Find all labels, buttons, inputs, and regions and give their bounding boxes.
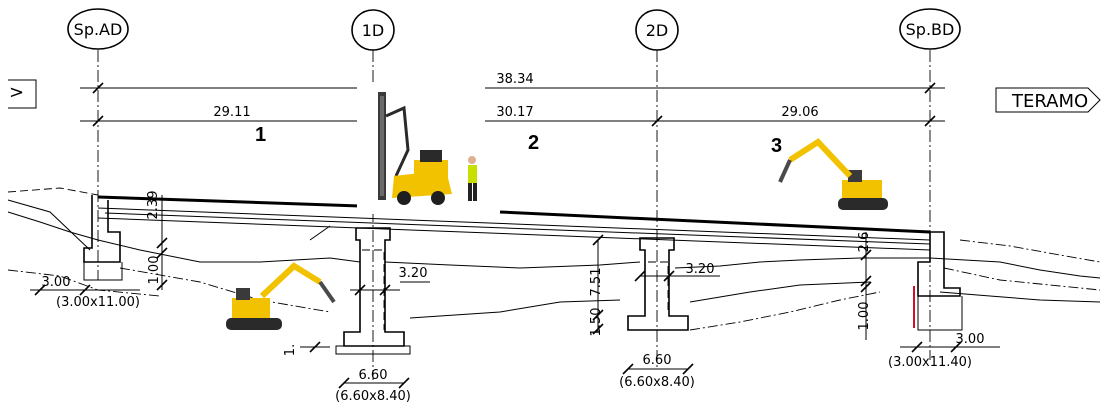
pier-1d: 3.20 1. 6.60 (6.60x8.40) xyxy=(283,225,430,404)
pier2-base-size: (6.60x8.40) xyxy=(619,375,695,390)
pier-2d: 7.51 1.50 3.20 6.60 (6.60x8.40) xyxy=(589,234,720,390)
axis-1d-label: 1D xyxy=(362,21,385,40)
right-found-size: (3.00x11.40) xyxy=(888,355,972,370)
right-abutment: 2.6 1.00 3.00 (3.00x11.40) xyxy=(857,231,1000,370)
right-found-width: 3.00 xyxy=(956,332,985,347)
excavator-icon-lower xyxy=(226,262,336,330)
phase-3-label: 3 xyxy=(771,135,782,157)
left-found-size: (3.00x11.00) xyxy=(56,295,140,310)
axis-spbd-label: Sp.BD xyxy=(906,20,955,39)
pier1-small: 1. xyxy=(283,344,298,356)
axis-spad-label: Sp.AD xyxy=(74,20,123,39)
left-destination-box xyxy=(8,79,37,109)
pier2-base-height: 1.50 xyxy=(589,308,604,337)
span2-label: 30.17 xyxy=(496,105,533,120)
left-found-width: 3.00 xyxy=(42,275,71,290)
drill-rig-icon xyxy=(357,84,485,214)
abut-left-height: 2.39 xyxy=(146,191,161,220)
terrain-lines xyxy=(7,187,1101,331)
total-span-label: 38.34 xyxy=(496,72,533,87)
dimension-spans: 29.11 30.17 29.06 xyxy=(80,105,945,127)
pier1-width: 3.20 xyxy=(399,266,428,281)
left-found-depth: 1.00 xyxy=(147,256,162,285)
right-found-depth: 1.00 xyxy=(857,302,872,331)
axis-1d: 1D xyxy=(351,9,395,51)
dimension-total: 38.34 xyxy=(80,72,945,94)
pier2-height: 7.51 xyxy=(589,268,604,297)
axis-centerlines xyxy=(97,50,931,380)
span3-label: 29.06 xyxy=(781,105,818,120)
axis-spbd: Sp.BD xyxy=(899,8,961,50)
excavator-icon-phase-3 xyxy=(778,138,888,210)
axis-spad: Sp.AD xyxy=(67,8,129,50)
phase-2-label: 2 xyxy=(528,132,539,154)
destination-label: TERAMO xyxy=(1011,91,1088,112)
pier2-width: 3.20 xyxy=(686,262,715,277)
pier1-base: 6.60 xyxy=(359,368,388,383)
axis-2d-label: 2D xyxy=(646,21,669,40)
bridge-deck xyxy=(97,195,931,251)
worker-icon xyxy=(468,156,477,201)
left-destination-fragment: > xyxy=(9,82,24,103)
pier2-base: 6.60 xyxy=(643,353,672,368)
abut-right-height: 2.6 xyxy=(857,232,872,253)
left-abutment: 2.39 1.00 3.00 (3.00x11.00) xyxy=(30,191,168,310)
axis-2d: 2D xyxy=(635,9,679,51)
phase-1-label: 1 xyxy=(255,124,266,146)
destination-sign: TERAMO xyxy=(995,87,1101,113)
span1-label: 29.11 xyxy=(213,105,250,120)
pier1-base-size: (6.60x8.40) xyxy=(335,389,411,404)
